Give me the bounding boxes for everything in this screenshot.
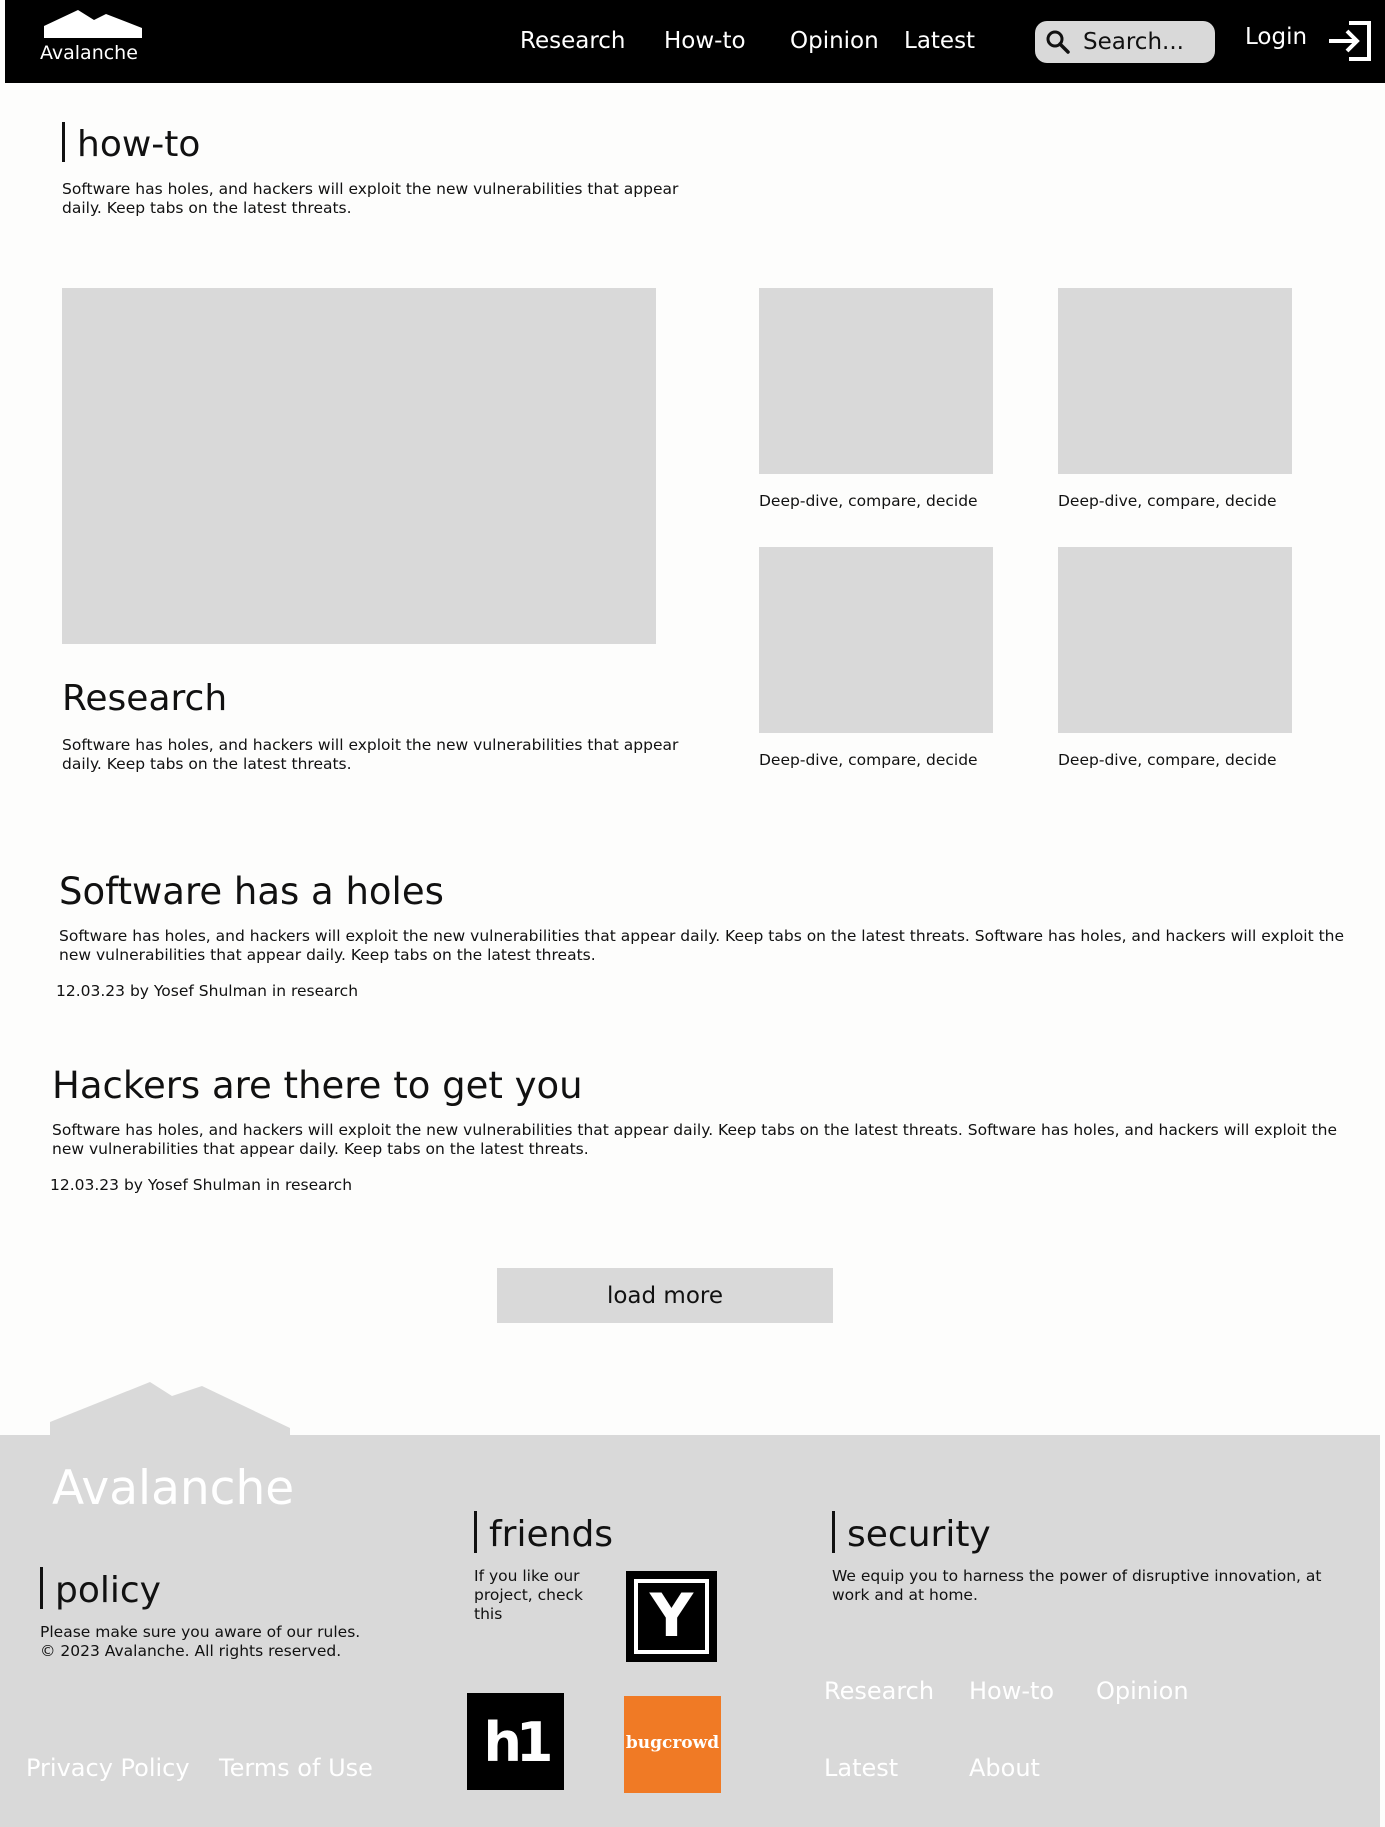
footer-mountain-icon [50, 1382, 290, 1436]
section-title: how-to [62, 122, 200, 165]
footer-link-about[interactable]: About [969, 1754, 1040, 1782]
login-icon [1329, 21, 1371, 61]
card-image[interactable] [1058, 288, 1292, 474]
login-label: Login [1245, 24, 1308, 50]
brand-name: Avalanche [40, 42, 138, 64]
section-description: Software has holes, and hackers will exp… [62, 180, 679, 217]
card-caption[interactable]: Deep-dive, compare, decide [1058, 492, 1277, 510]
search-box[interactable] [1035, 21, 1215, 63]
article-title[interactable]: Software has a holes [59, 870, 444, 913]
featured-description: Software has holes, and hackers will exp… [62, 736, 679, 773]
article-meta: 12.03.23 by Yosef Shulman in research [50, 1176, 353, 1194]
nav-research[interactable]: Research [520, 28, 626, 54]
policy-title: policy [40, 1567, 161, 1611]
nav-how-to[interactable]: How-to [664, 28, 746, 54]
card-caption[interactable]: Deep-dive, compare, decide [759, 751, 978, 769]
card-image[interactable] [1058, 547, 1292, 733]
card-image[interactable] [759, 547, 993, 733]
policy-line: Please make sure you aware of our rules. [40, 1623, 361, 1641]
security-text: We equip you to harness the power of dis… [832, 1567, 1322, 1604]
bugcrowd-logo-text: bugcrowd [625, 1733, 720, 1753]
bugcrowd-badge[interactable]: bugcrowd [624, 1696, 721, 1793]
ycombinator-badge[interactable]: Y [626, 1571, 717, 1662]
search-input[interactable] [1083, 25, 1208, 59]
footer: Avalanche policy Please make sure you aw… [0, 1435, 1380, 1827]
hackerone-badge[interactable]: h1 [467, 1693, 564, 1790]
copyright: © 2023 Avalanche. All rights reserved. [40, 1642, 342, 1660]
footer-brand: Avalanche [52, 1461, 295, 1516]
friends-text: If you like our project, check this [474, 1567, 584, 1623]
article-body: Software has holes, and hackers will exp… [52, 1121, 1338, 1158]
card-caption[interactable]: Deep-dive, compare, decide [1058, 751, 1277, 769]
privacy-policy-link[interactable]: Privacy Policy [26, 1754, 190, 1782]
hackerone-logo-text: h1 [483, 1711, 553, 1774]
ycombinator-frame [634, 1579, 709, 1654]
top-nav-bar: Avalanche Research How-to Opinion Latest… [5, 0, 1385, 83]
search-icon [1046, 30, 1070, 54]
footer-link-latest[interactable]: Latest [824, 1754, 899, 1782]
load-more-button[interactable]: load more [497, 1268, 833, 1323]
featured-image[interactable] [62, 288, 656, 644]
card-image[interactable] [759, 288, 993, 474]
nav-opinion[interactable]: Opinion [790, 28, 879, 54]
terms-of-use-link[interactable]: Terms of Use [219, 1754, 373, 1782]
card-caption[interactable]: Deep-dive, compare, decide [759, 492, 978, 510]
article-title[interactable]: Hackers are there to get you [52, 1064, 583, 1107]
mountain-icon [44, 10, 142, 38]
security-title: security [832, 1511, 991, 1555]
footer-link-opinion[interactable]: Opinion [1096, 1677, 1189, 1705]
footer-link-how-to[interactable]: How-to [969, 1677, 1055, 1705]
footer-link-research[interactable]: Research [824, 1677, 935, 1705]
article-meta: 12.03.23 by Yosef Shulman in research [56, 982, 359, 1000]
ycombinator-logo-text: Y [649, 1581, 694, 1651]
login-button[interactable]: Login [1245, 18, 1375, 64]
article-body: Software has holes, and hackers will exp… [59, 927, 1345, 964]
nav-latest[interactable]: Latest [904, 28, 976, 54]
friends-title: friends [474, 1511, 613, 1555]
featured-title[interactable]: Research [62, 678, 228, 719]
brand-logo[interactable]: Avalanche [40, 10, 150, 70]
